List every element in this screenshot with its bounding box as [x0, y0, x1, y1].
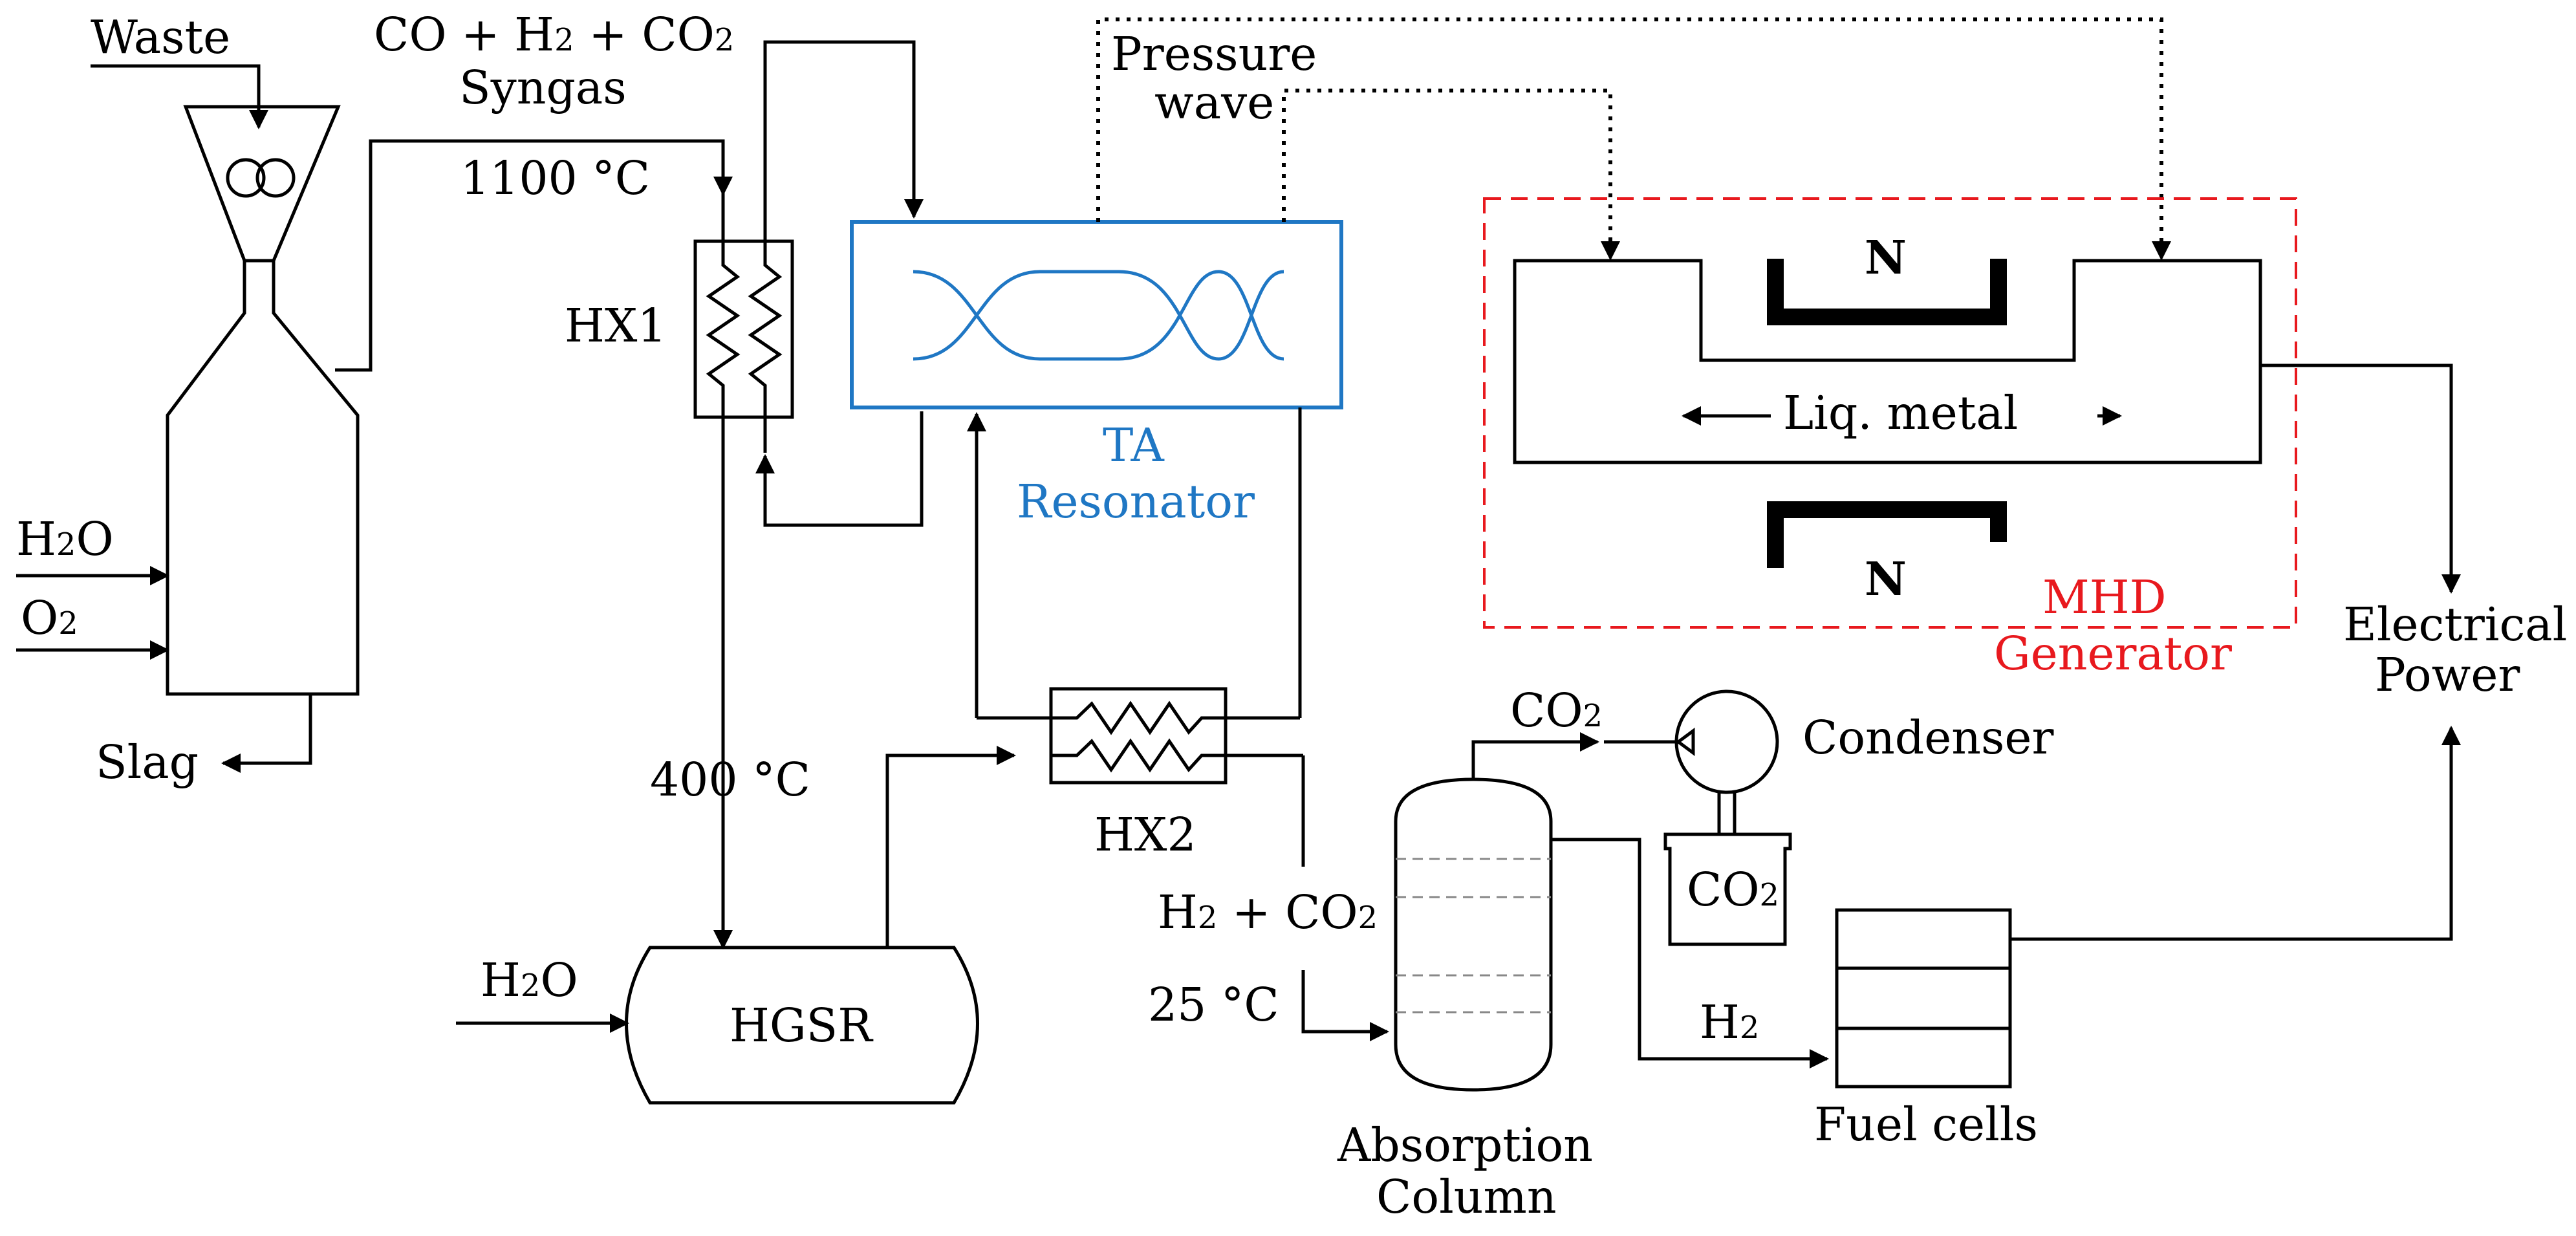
power-label: Power	[2375, 648, 2520, 702]
hx2-upper-coil	[1051, 700, 1226, 735]
co2-tank-label: CO2	[1687, 863, 1779, 916]
fuel-cells-to-power-line	[2010, 726, 2461, 941]
absorption-column	[1394, 777, 1553, 1092]
mhd-generator	[1483, 197, 2297, 629]
magnet-bottom	[1767, 501, 2007, 568]
generator-label: Generator	[1994, 627, 2232, 680]
magnet-top	[1767, 259, 2007, 325]
heat-exchanger-hx1	[693, 194, 794, 453]
pressure-label: Pressure	[1111, 27, 1317, 81]
temperature-1100-label: 1100 °C	[460, 151, 650, 205]
hx1-hot-coil	[706, 241, 741, 417]
wave-label: wave	[1154, 76, 1274, 129]
column-label: Column	[1376, 1170, 1557, 1224]
feeder-roller-left	[226, 158, 266, 198]
hx1-to-ta-line	[763, 40, 924, 219]
waste-feed-line	[91, 64, 268, 129]
fuel-cells-label: Fuel cells	[1814, 1098, 2038, 1151]
magnet-north-top-label: N	[1865, 230, 1907, 285]
ta-label: TA	[1103, 418, 1164, 472]
hgsr-label: HGSR	[730, 999, 874, 1052]
o2-label: O2	[21, 591, 78, 645]
co2-to-condenser-line	[1471, 732, 1599, 779]
electrical-label: Electrical	[2343, 598, 2567, 651]
pressure-wave-line-outer	[1096, 17, 2171, 261]
hx2-label: HX2	[1094, 808, 1196, 862]
slag-line	[221, 694, 312, 773]
mhd-label: MHD	[2042, 570, 2167, 624]
syngas-line	[335, 139, 733, 372]
co2-to-condenser-label: CO2	[1510, 684, 1603, 737]
h2-label: H2	[1700, 995, 1759, 1049]
h2o-gasifier-label: H2O	[16, 512, 114, 566]
heat-exchanger-hx2	[977, 687, 1303, 785]
magnet-north-bottom-label: N	[1865, 552, 1907, 606]
condenser-label: Condenser	[1802, 711, 2053, 764]
h2-to-fuel-cells-line	[1551, 838, 1829, 1068]
waste-label: Waste	[91, 10, 230, 64]
hx1-cold-coil	[748, 241, 783, 417]
absorption-label: Absorption	[1337, 1118, 1593, 1172]
hgsr-to-hx2-line	[885, 746, 1016, 948]
pressure-wave-line-inner	[1282, 89, 1620, 261]
condenser	[1604, 689, 1792, 946]
syngas-label: Syngas	[459, 61, 627, 114]
waste-hopper	[183, 105, 341, 263]
co2-tank	[1663, 832, 1792, 946]
hgsr-reactor	[625, 946, 979, 1105]
resonator-label: Resonator	[1017, 475, 1255, 528]
syngas-formula-label: CO + H2 + CO2	[374, 8, 734, 61]
liquid-metal-label: Liq. metal	[1783, 386, 2018, 440]
temperature-25-label: 25 °C	[1148, 978, 1279, 1032]
to-absorption-line	[1301, 970, 1389, 1041]
slag-label: Slag	[96, 735, 199, 789]
ta-return-to-hx1	[755, 411, 924, 527]
mhd-to-power-line	[2260, 363, 2461, 594]
hx2-lower-coil	[1051, 738, 1226, 773]
gasifier	[166, 105, 360, 696]
h2o-hgsr-label: H2O	[481, 953, 578, 1007]
h2-co2-label: H2 + CO2	[1158, 885, 1378, 939]
ta-resonator	[850, 220, 1343, 409]
fuel-cells	[1835, 908, 2012, 1089]
feeder-roller-right	[255, 158, 296, 198]
temperature-400-label: 400 °C	[650, 753, 810, 807]
mhd-channel	[1513, 259, 2262, 464]
hx1-label: HX1	[565, 299, 667, 352]
